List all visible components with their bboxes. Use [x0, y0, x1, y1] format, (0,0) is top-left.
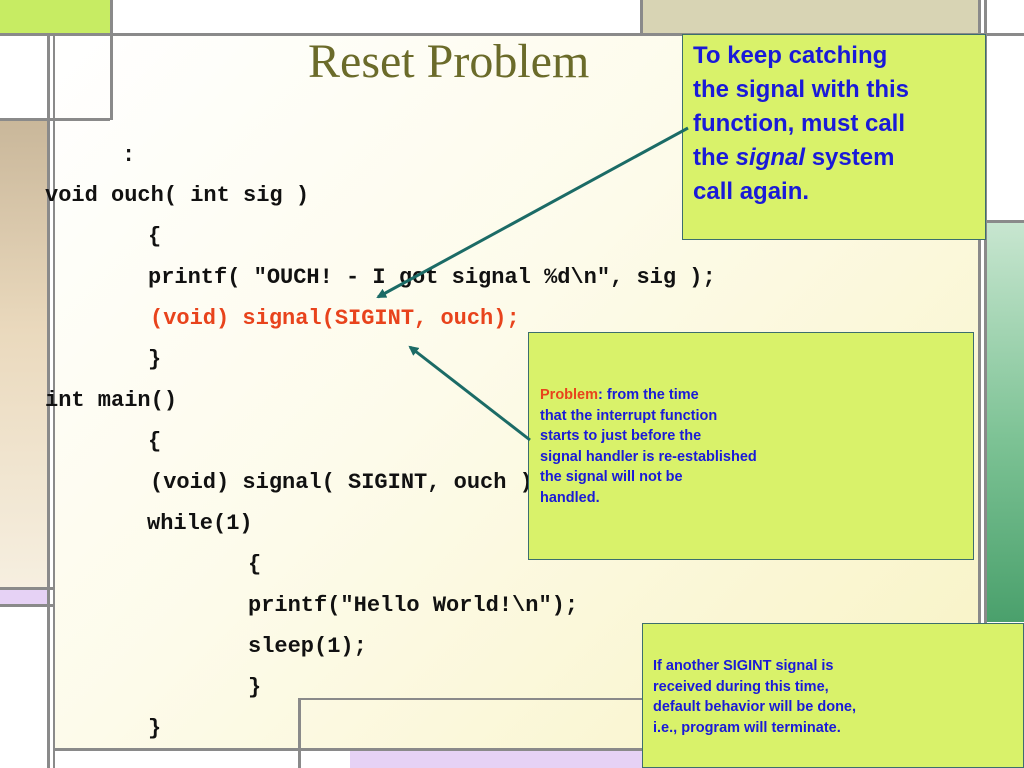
- callout-text: starts to just before the: [540, 428, 702, 444]
- grid-line: [984, 0, 987, 768]
- deco-tan-strip-left: [0, 120, 47, 588]
- callout-text: the: [693, 144, 736, 171]
- grid-line: [298, 698, 301, 768]
- callout-text: default behavior will be done,: [653, 699, 857, 715]
- callout-text: function, must call: [693, 110, 906, 137]
- code-line: int main(): [45, 388, 178, 413]
- deco-green-strip-right: [985, 222, 1024, 622]
- callout-text: signal handler is re-established: [540, 448, 757, 465]
- code-line: }: [248, 675, 262, 700]
- grid-line: [0, 587, 55, 590]
- deco-green-block-top-left: [0, 0, 110, 34]
- callout-text: the signal will not be: [540, 469, 683, 485]
- code-line: (void) signal( SIGINT, ouch );: [150, 470, 547, 495]
- code-line: printf( "OUCH! - I got signal %d\n", sig…: [148, 265, 716, 290]
- callout-text: system: [805, 144, 895, 171]
- deco-lilac-strip-left: [0, 589, 47, 605]
- grid-line: [298, 698, 642, 700]
- code-line: while(1): [147, 511, 253, 536]
- callout-default-behavior: If another SIGINT signal is received dur…: [642, 623, 1024, 768]
- callout-problem: Problem: from the time that the interrup…: [528, 332, 974, 560]
- grid-line: [640, 0, 643, 34]
- grid-line: [55, 748, 980, 751]
- code-line: sleep(1);: [248, 634, 367, 659]
- grid-line: [978, 0, 981, 768]
- code-line: :: [122, 143, 136, 168]
- callout-text: received during this time,: [653, 678, 829, 695]
- callout-text: the signal with this: [693, 76, 910, 103]
- code-line: {: [248, 552, 262, 577]
- code-line: printf("Hello World!\n");: [248, 593, 579, 618]
- grid-line: [0, 33, 1024, 36]
- callout-text-line: the signal system: [693, 141, 975, 175]
- callout-text-line: Problem: from the time: [540, 385, 963, 406]
- code-line: }: [148, 716, 162, 741]
- grid-line: [53, 33, 55, 768]
- deco-lilac-strip-bottom: [350, 750, 642, 768]
- callout-emphasis: signal: [735, 144, 806, 171]
- problem-label: Problem: [540, 387, 599, 403]
- callout-text: To keep catching: [693, 42, 888, 69]
- callout-text: i.e., program will terminate.: [653, 719, 841, 736]
- grid-line: [984, 220, 1024, 223]
- code-line-highlight: (void) signal(SIGINT, ouch);: [150, 306, 520, 331]
- grid-line: [47, 33, 50, 768]
- grid-line: [0, 604, 55, 607]
- code-line: void ouch( int sig ): [45, 183, 310, 208]
- deco-khaki-block-top-right: [640, 0, 978, 34]
- code-line: }: [148, 347, 162, 372]
- grid-line: [110, 0, 113, 120]
- code-line: {: [148, 224, 162, 249]
- slide-title: Reset Problem: [308, 35, 590, 88]
- grid-line: [0, 118, 110, 121]
- callout-signal-again: To keep catching the signal with this fu…: [682, 34, 986, 240]
- code-line: {: [148, 429, 162, 454]
- callout-text: If another SIGINT signal is: [653, 658, 834, 674]
- callout-text: that the interrupt function: [540, 407, 718, 424]
- callout-text: handled.: [540, 489, 600, 506]
- callout-text: call again.: [693, 178, 810, 205]
- callout-text: : from the time: [598, 387, 699, 403]
